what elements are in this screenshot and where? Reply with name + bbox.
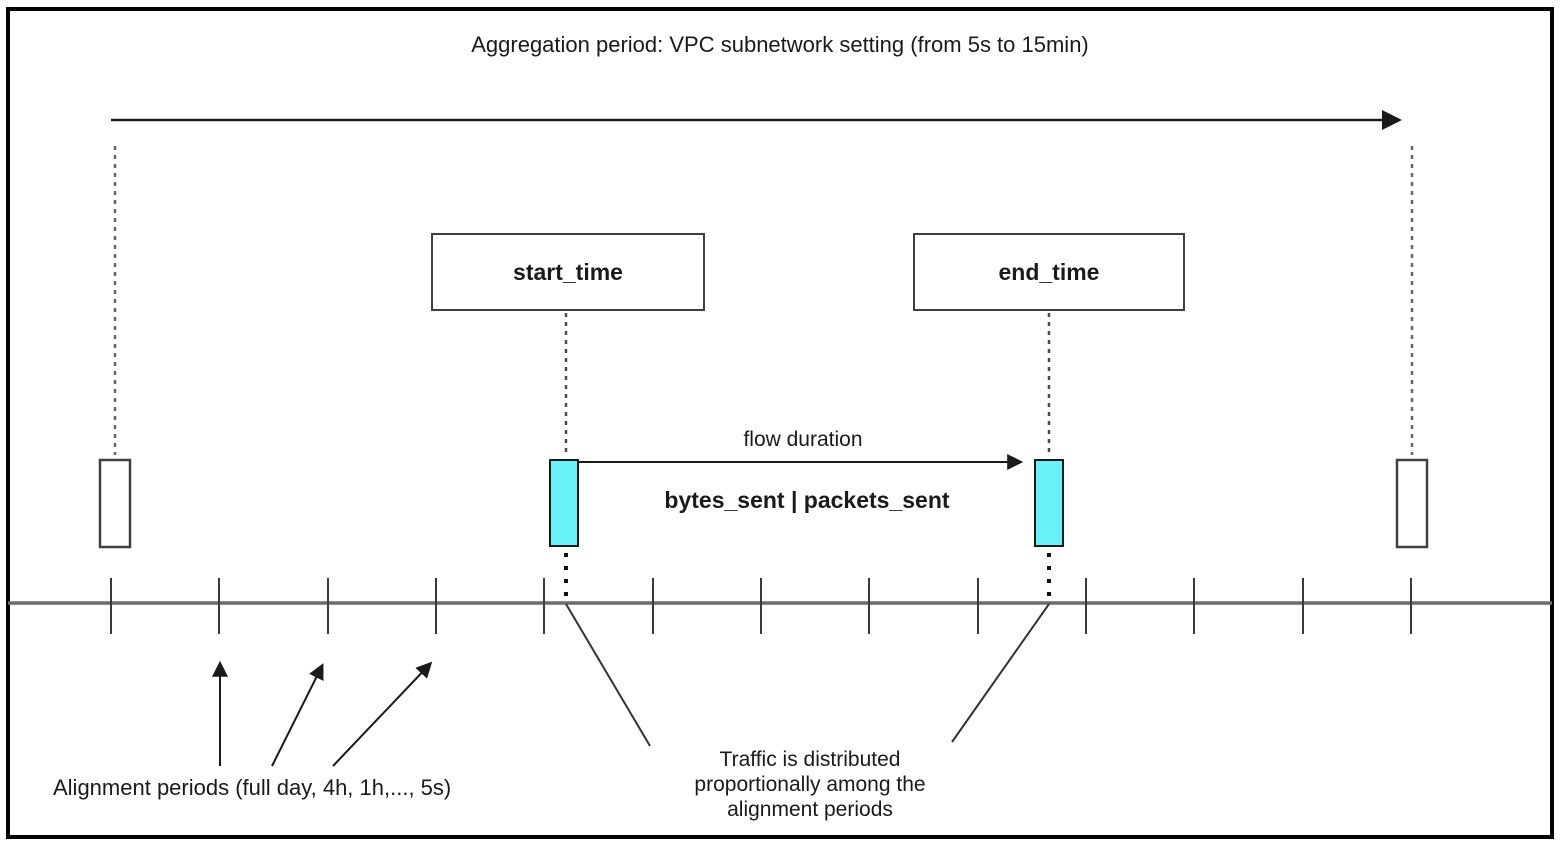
right-empty-interval-bar — [1395, 458, 1429, 549]
diagram-border — [6, 7, 1554, 839]
metrics-label: bytes_sent | packets_sent — [664, 487, 950, 513]
start-time-box: start_time — [431, 233, 705, 311]
left-callout-line — [565, 603, 651, 747]
alignment-periods-label: Alignment periods (full day, 4h, 1h,...,… — [53, 775, 452, 800]
diagram-title: Aggregation period: VPC subnetwork setti… — [471, 32, 1089, 57]
traffic-distribution-note: Traffic is distributed proportionally am… — [694, 748, 926, 821]
flow-end-bar — [1034, 459, 1064, 547]
flow-start-bar — [549, 459, 579, 547]
flow-duration-label: flow duration — [743, 428, 863, 451]
right-callout-line — [951, 603, 1050, 743]
alignment-arrow-2 — [271, 663, 324, 767]
left-empty-interval-bar — [98, 458, 132, 549]
end-time-label: end_time — [998, 258, 1100, 285]
end-time-box: end_time — [913, 233, 1185, 311]
alignment-arrow-3 — [332, 661, 433, 767]
start-time-label: start_time — [513, 258, 623, 285]
